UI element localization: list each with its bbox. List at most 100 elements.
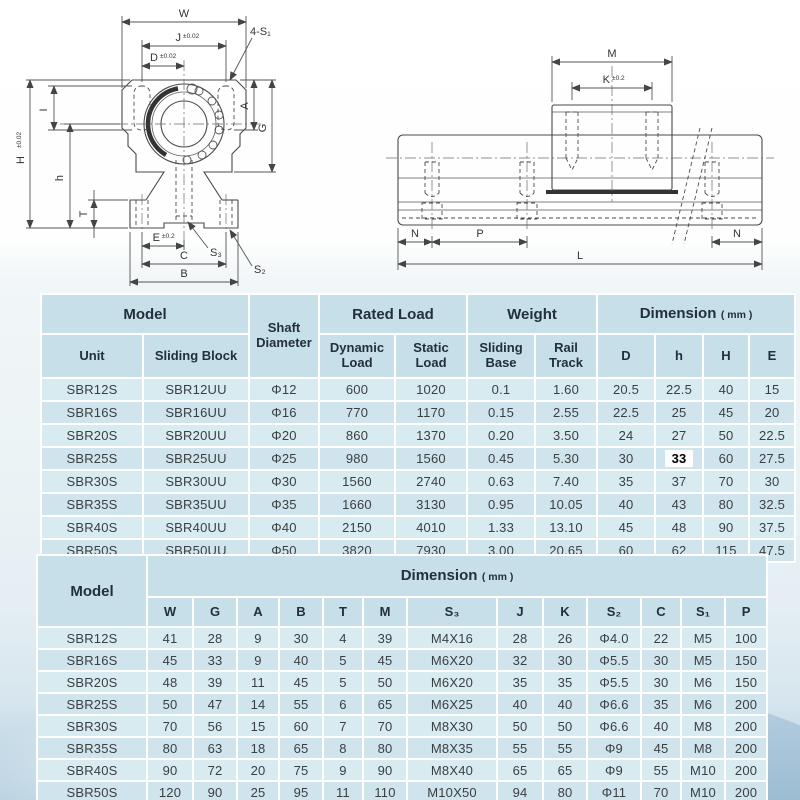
cell: 55 bbox=[544, 738, 586, 758]
cell: 30 bbox=[750, 471, 795, 492]
technical-drawings: W J ±0.02 D ±0.02 4-S₁ I A bbox=[15, 8, 774, 286]
cell: 4010 bbox=[396, 517, 466, 538]
cell: SBR30S bbox=[38, 716, 146, 736]
cell: 32 bbox=[498, 650, 542, 670]
cell: 110 bbox=[364, 782, 406, 800]
cell: 5.30 bbox=[536, 448, 596, 469]
dim-label-b: B bbox=[180, 268, 187, 280]
cell: M6 bbox=[682, 694, 724, 714]
cell: 22.5 bbox=[656, 379, 702, 400]
dim-tol-e: ±0.2 bbox=[162, 233, 175, 240]
cell: 15 bbox=[750, 379, 795, 400]
rail-outline bbox=[397, 134, 763, 226]
s1-hole-left bbox=[133, 85, 151, 131]
cell: 1560 bbox=[396, 448, 466, 469]
header-model: Model bbox=[42, 295, 248, 333]
cell: 56 bbox=[194, 716, 236, 736]
cell: SBR40UU bbox=[144, 517, 248, 538]
cell: 2150 bbox=[320, 517, 394, 538]
dim-label-d: D bbox=[150, 52, 158, 64]
table1-header-row-columns: Unit Sliding Block Dynamic Load Static L… bbox=[42, 335, 795, 377]
cell: 120 bbox=[148, 782, 192, 800]
block-bolt-holes bbox=[565, 111, 659, 172]
cell: 1560 bbox=[320, 471, 394, 492]
cell: 70 bbox=[148, 716, 192, 736]
cell: 0.1 bbox=[468, 379, 534, 400]
cell: 45 bbox=[148, 650, 192, 670]
cell: 41 bbox=[148, 628, 192, 648]
cell: M5 bbox=[682, 650, 724, 670]
header-dynamic-load: Dynamic Load bbox=[320, 335, 394, 377]
dim-label-m: M bbox=[607, 48, 616, 60]
cell: 200 bbox=[726, 760, 767, 780]
cell: 15 bbox=[238, 716, 278, 736]
cell: 200 bbox=[726, 782, 767, 800]
cell: 0.15 bbox=[468, 402, 534, 423]
cell: 50 bbox=[364, 672, 406, 692]
cell: 33 bbox=[656, 448, 702, 469]
cell: 25 bbox=[238, 782, 278, 800]
cell: 1020 bbox=[396, 379, 466, 400]
cell: 9 bbox=[238, 650, 278, 670]
cell: 80 bbox=[148, 738, 192, 758]
cell: 37.5 bbox=[750, 517, 795, 538]
cell: 980 bbox=[320, 448, 394, 469]
dim-label-hcap: H bbox=[15, 156, 27, 164]
cell: 20 bbox=[238, 760, 278, 780]
cell: 24 bbox=[598, 425, 654, 446]
header-col-k: K bbox=[544, 598, 586, 626]
header-weight: Weight bbox=[468, 295, 596, 333]
cell: Φ16 bbox=[250, 402, 318, 423]
cell: 50 bbox=[498, 716, 542, 736]
header-sliding-base: Sliding Base bbox=[468, 335, 534, 377]
front-view-drawing: W J ±0.02 D ±0.02 4-S₁ I A bbox=[15, 8, 276, 286]
cell: 40 bbox=[704, 379, 748, 400]
cell: Φ35 bbox=[250, 494, 318, 515]
cell: Φ6.6 bbox=[588, 694, 640, 714]
cell: Φ6.6 bbox=[588, 716, 640, 736]
cell: 55 bbox=[280, 694, 322, 714]
cell: SBR50S bbox=[38, 782, 146, 800]
header-dimension-2-text: Dimension bbox=[400, 567, 478, 584]
side-view-drawing: M K ±0.2 N P N L bbox=[386, 48, 774, 270]
cell: 14 bbox=[238, 694, 278, 714]
cell: M6X20 bbox=[408, 672, 496, 692]
dim-label-s2: S₂ bbox=[254, 264, 266, 276]
cell: 20 bbox=[750, 402, 795, 423]
header-col-hcap: H bbox=[704, 335, 748, 377]
cell: 5 bbox=[324, 672, 362, 692]
cell: SBR12S bbox=[42, 379, 142, 400]
header-model-2: Model bbox=[38, 556, 146, 626]
cell: 60 bbox=[704, 448, 748, 469]
cell: M8 bbox=[682, 716, 724, 736]
header-col-s3: S₃ bbox=[408, 598, 496, 626]
cell: 18 bbox=[238, 738, 278, 758]
cell: 80 bbox=[544, 782, 586, 800]
cell: 30 bbox=[642, 650, 680, 670]
dim-label-4s1: 4-S₁ bbox=[250, 26, 271, 38]
cell: 3130 bbox=[396, 494, 466, 515]
header-sliding-block: Sliding Block bbox=[144, 335, 248, 377]
cell: SBR20UU bbox=[144, 425, 248, 446]
cell: 37 bbox=[656, 471, 702, 492]
cell: 1170 bbox=[396, 402, 466, 423]
table2-header-row-columns: W G A B T M S₃ J K S₂ C S₁ P bbox=[38, 598, 767, 626]
dim-label-w: W bbox=[179, 8, 190, 20]
spec-table-load: Model Shaft Diameter Rated Load Weight D… bbox=[40, 293, 797, 563]
cell: SBR35S bbox=[42, 494, 142, 515]
cell: 40 bbox=[544, 694, 586, 714]
cell: SBR30S bbox=[42, 471, 142, 492]
cell: SBR25S bbox=[42, 448, 142, 469]
header-col-j: J bbox=[498, 598, 542, 626]
dim-label-a: A bbox=[239, 102, 251, 110]
cell: Φ4.0 bbox=[588, 628, 640, 648]
cell: M8X30 bbox=[408, 716, 496, 736]
dim-label-h: h bbox=[54, 175, 66, 181]
